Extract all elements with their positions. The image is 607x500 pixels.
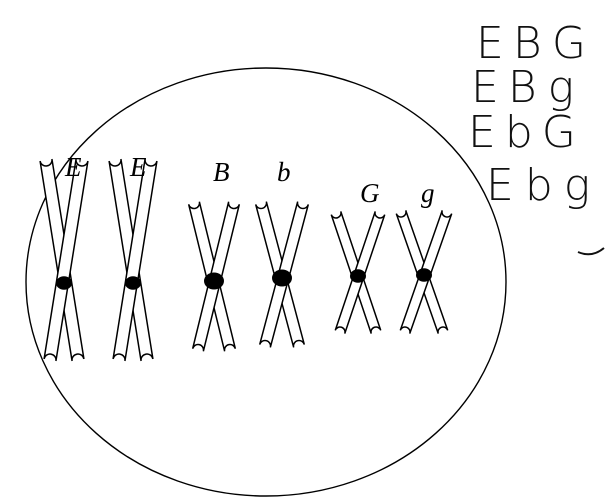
allele-label-G: G xyxy=(360,178,380,208)
centromere xyxy=(56,276,72,290)
allele-label-b: b xyxy=(277,157,291,187)
allele-label-E1: E xyxy=(64,152,82,182)
centromere xyxy=(272,269,292,287)
chromosome-2 xyxy=(108,158,158,362)
chromosome-6 xyxy=(395,210,453,334)
allele-label-B: B xyxy=(213,157,230,187)
handwritten-tail xyxy=(577,247,605,256)
centromere xyxy=(350,269,366,283)
allele-label-g: g xyxy=(421,178,435,208)
cell-outline xyxy=(25,67,507,497)
chromosome-4 xyxy=(254,201,310,348)
chromosome-set xyxy=(39,158,453,362)
centromere xyxy=(125,276,141,290)
chromosome-1 xyxy=(39,158,89,362)
centromere xyxy=(416,268,432,282)
centromere xyxy=(204,272,224,290)
allele-label-E2: E xyxy=(129,152,147,182)
